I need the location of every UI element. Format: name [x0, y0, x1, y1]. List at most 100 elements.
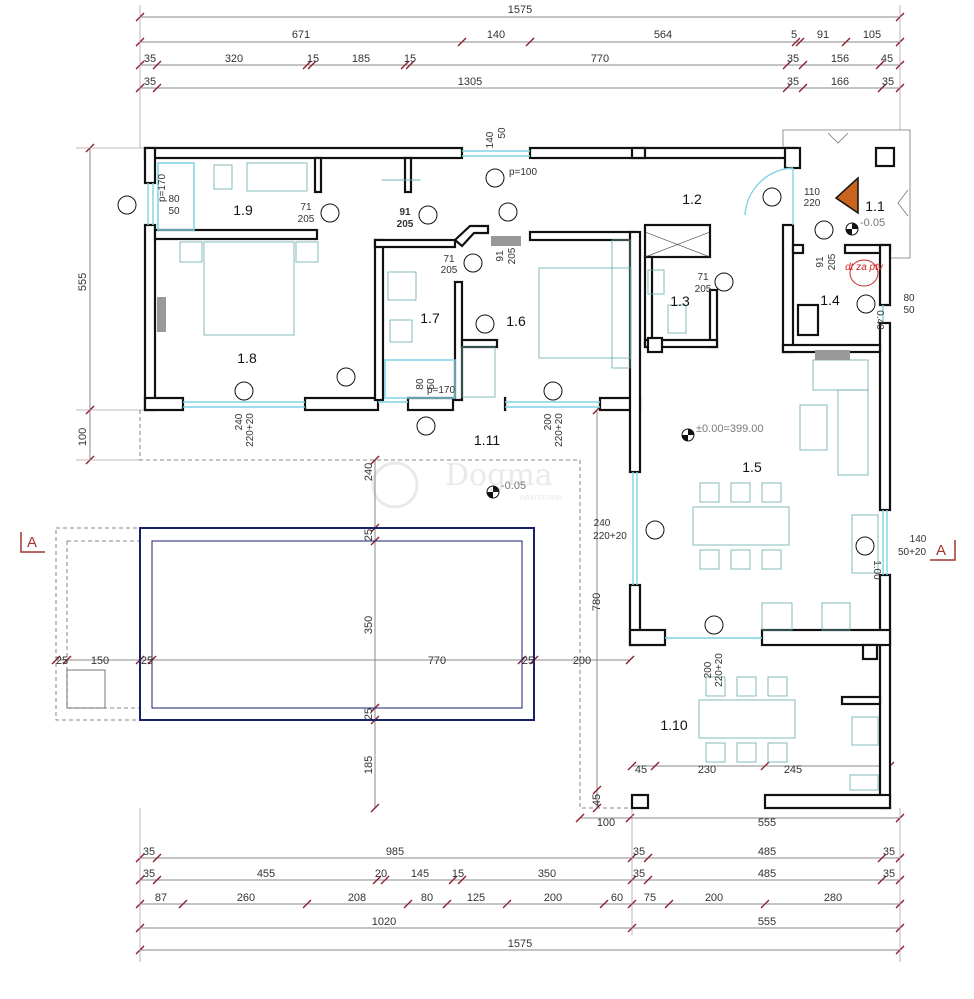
dim: 87	[155, 892, 167, 904]
dim: 45	[881, 53, 893, 65]
dim: 100	[77, 428, 89, 446]
dining-table	[698, 699, 796, 739]
dim: 45	[591, 794, 603, 806]
dim: 150	[91, 655, 109, 667]
opening-label: p=170	[427, 385, 456, 396]
dimension-tick	[178, 899, 188, 909]
dim: 125	[467, 892, 485, 904]
dimension-tick	[664, 899, 674, 909]
room-label: 1.5	[742, 459, 762, 475]
watermark-text: Dogma	[445, 458, 553, 493]
dim: 985	[386, 846, 404, 858]
toilet	[213, 164, 233, 190]
dimension-tick	[400, 60, 410, 70]
opening-label: 71	[697, 272, 709, 283]
radiator	[815, 350, 850, 360]
opening-label: 140	[910, 534, 927, 545]
dim: 45	[635, 764, 647, 776]
dimension-tick	[643, 875, 653, 885]
dim: 200	[705, 892, 723, 904]
dimension-tick	[877, 853, 887, 863]
dimension-tick	[782, 83, 792, 93]
entrance-arrow-icon	[834, 176, 859, 215]
dim: 350	[538, 868, 556, 880]
dimension-tick	[625, 655, 635, 665]
opening-label: 220	[804, 198, 821, 209]
level-label: ±0.00=399.00	[696, 423, 764, 435]
dim: 770	[591, 53, 609, 65]
opening-label: 80	[903, 293, 915, 304]
opening-label: 91	[495, 250, 506, 262]
dim: 15	[307, 53, 319, 65]
dim: 35	[883, 868, 895, 880]
dimension-tick	[152, 83, 162, 93]
opening-label: 91	[815, 256, 826, 268]
dim: 35	[882, 76, 894, 88]
opening-label: 80	[415, 378, 426, 390]
room-label: 1.2	[682, 191, 702, 207]
dim: 35	[883, 846, 895, 858]
dim: 350	[363, 616, 375, 634]
opening-label: 80	[168, 194, 180, 205]
dim: 91	[817, 29, 829, 41]
dim: 140	[487, 29, 505, 41]
opening-label: 220+20	[714, 653, 725, 687]
dim: 280	[824, 892, 842, 904]
annotation-text: dt za ptv	[845, 262, 884, 273]
dim: 200	[544, 892, 562, 904]
dimension-tick	[650, 761, 660, 771]
top-dimensions: 1575 671 140 564 5 91 105 35 320 15 185 …	[144, 4, 894, 88]
dimension-tick	[877, 875, 887, 885]
chimney	[861, 643, 879, 661]
dimension-tick	[307, 60, 317, 70]
opening-label: 50	[903, 305, 915, 316]
wardrobe	[461, 346, 496, 398]
dim: 25	[56, 655, 68, 667]
dimension-tick	[782, 60, 792, 70]
watermark-subtext: nekretnine	[520, 492, 562, 502]
room-label: 1.8	[237, 350, 257, 366]
opening-label: 205	[827, 253, 838, 270]
radiator	[491, 236, 521, 246]
dim: 185	[352, 53, 370, 65]
dim: 35	[144, 76, 156, 88]
dimension-tick	[370, 455, 380, 465]
dimension-tick	[405, 60, 415, 70]
dim: 260	[237, 892, 255, 904]
room-label: 1.4	[820, 292, 840, 308]
dimension-tick	[643, 853, 653, 863]
level-label: -0.05	[501, 480, 526, 492]
dimension-tick	[877, 83, 887, 93]
stove	[821, 602, 851, 631]
double-bed	[203, 241, 295, 336]
dim: 25	[363, 529, 375, 541]
dim: 564	[654, 29, 672, 41]
dim: 1305	[458, 76, 482, 88]
opening-label: 110	[804, 187, 820, 198]
dimension-tick	[841, 37, 851, 47]
dim: 15	[404, 53, 416, 65]
dim: 1020	[372, 916, 396, 928]
room-labels: 1.1 1.2 1.3 1.4 1.5 1.6 1.7 1.8 1.9 1.10…	[233, 191, 885, 733]
dim: 1575	[508, 938, 532, 950]
opening-label: 220+20	[554, 413, 565, 447]
dim: 166	[831, 76, 849, 88]
dim: 671	[292, 29, 310, 41]
chimney	[646, 336, 664, 354]
opening-label: 140	[485, 131, 496, 148]
level-label: -0.05	[860, 217, 885, 229]
opening-label: 200	[543, 413, 554, 430]
dining-table	[692, 506, 790, 546]
dimension-tick	[760, 761, 770, 771]
dim: 245	[784, 764, 802, 776]
opening-label: 91	[399, 207, 411, 218]
dim: 80	[421, 892, 433, 904]
dim: 200	[573, 655, 591, 667]
dimension-tick	[457, 37, 467, 47]
terrace-outline	[55, 410, 630, 809]
opening-label: 1.00	[871, 560, 882, 580]
room-label: 1.7	[420, 310, 440, 326]
dimension-tick	[302, 899, 312, 909]
opening-label: 50	[497, 127, 508, 139]
